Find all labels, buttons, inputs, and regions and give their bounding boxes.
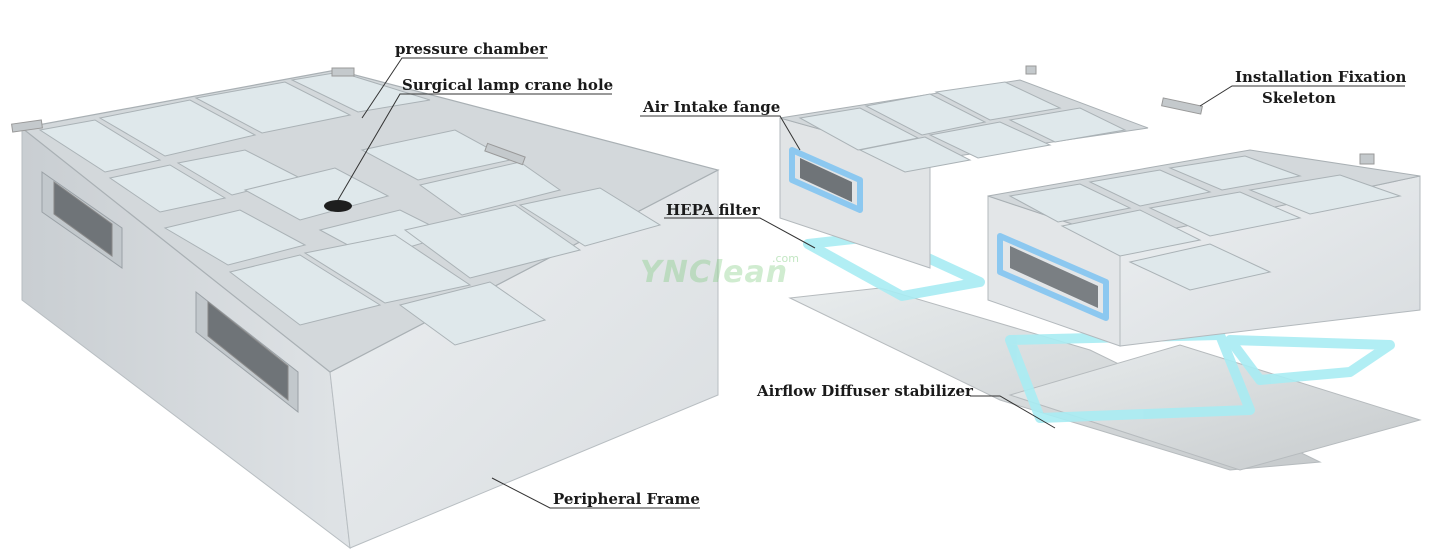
label-installation-fixation: Installation Fixation (1235, 68, 1406, 86)
crane-hole-mark (324, 200, 352, 212)
installation-skeleton-bar (1162, 98, 1203, 114)
label-skeleton: Skeleton (1262, 89, 1336, 107)
label-peripheral-frame: Peripheral Frame (553, 490, 700, 508)
label-pressure-chamber: pressure chamber (395, 40, 547, 58)
label-hepa-filter: HEPA filter (666, 201, 760, 219)
assembled-ceiling-unit (12, 68, 718, 548)
label-surgical-lamp-crane-hole: Surgical lamp crane hole (402, 76, 613, 94)
brand-watermark-suffix: .com (772, 252, 799, 265)
label-airflow-diffuser-stabilizer: Airflow Diffuser stabilizer (757, 382, 973, 400)
exploded-ceiling-unit (780, 66, 1420, 470)
brand-watermark: YNClean (640, 255, 788, 290)
label-air-intake-flange: Air Intake fange (643, 98, 780, 116)
